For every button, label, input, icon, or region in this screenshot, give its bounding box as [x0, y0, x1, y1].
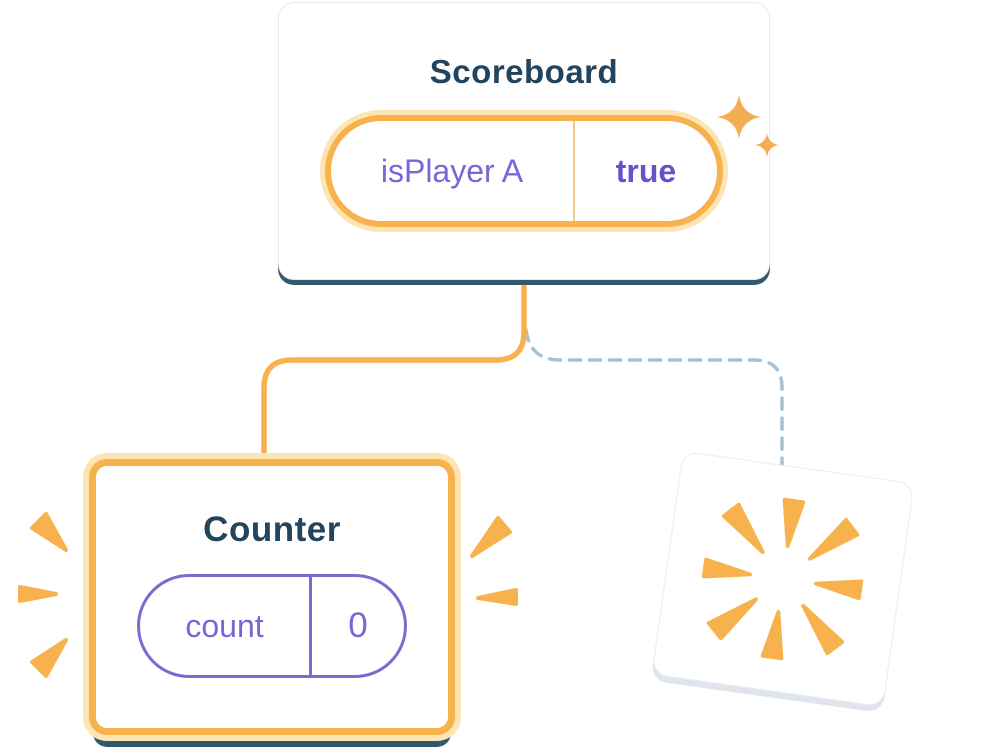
dashed-connector-line	[524, 328, 784, 472]
pill-divider	[309, 577, 312, 675]
emphasis-burst-icon	[18, 512, 518, 678]
scoreboard-state-key: isPlayer A	[380, 152, 524, 189]
pill-divider	[573, 121, 575, 221]
counter-state-value: 0	[348, 606, 368, 645]
solid-connector-line	[261, 280, 527, 465]
counter-state-key: count	[185, 607, 264, 644]
counter-state-pill: count 0	[137, 574, 407, 678]
sparkle-icon	[717, 95, 779, 157]
scoreboard-component-card: Scoreboard isPlayer A true	[278, 2, 779, 280]
counter-component-card: Counter count 0	[89, 459, 455, 735]
counter-title: Counter	[203, 510, 341, 549]
poof-burst-icon	[701, 497, 864, 661]
scoreboard-state-pill: isPlayer A true	[325, 115, 723, 227]
scoreboard-title: Scoreboard	[429, 53, 619, 90]
destroyed-component-card	[651, 450, 915, 708]
scoreboard-state-value: true	[615, 152, 677, 189]
